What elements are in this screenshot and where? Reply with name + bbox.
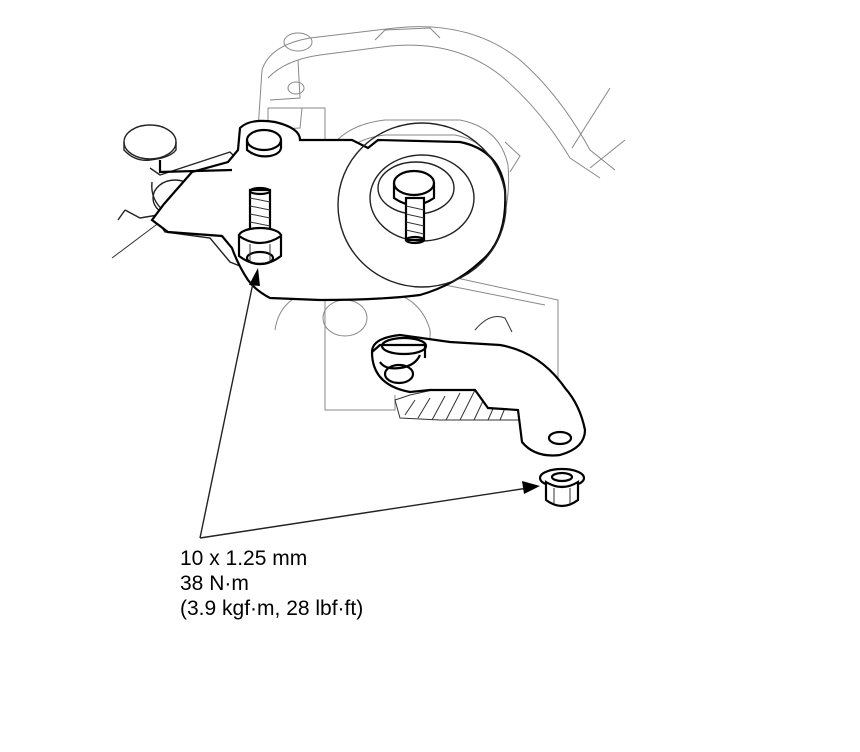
flange-nut [538, 467, 586, 508]
center-stud [392, 169, 436, 245]
engine-housing-outline [257, 26, 626, 255]
nut-leader-line [199, 487, 529, 539]
nut-arrowhead [522, 481, 540, 494]
flange-bolt [237, 186, 283, 266]
bolt-arrowhead [249, 268, 260, 286]
upper-mount-bracket [150, 119, 507, 302]
torque-nm-text: 38 N·m [180, 572, 249, 595]
bolt-leader-line [199, 277, 255, 539]
torque-alt-units-text: (3.9 kgf·m, 28 lbf·ft) [180, 597, 364, 620]
leader-arrows [199, 268, 540, 539]
bolt-size-text: 10 x 1.25 mm [180, 547, 308, 570]
torque-spec-label: 10 x 1.25 mm 38 N·m (3.9 kgf·m, 28 lbf·f… [180, 546, 363, 621]
stopper-bracket [370, 333, 587, 457]
